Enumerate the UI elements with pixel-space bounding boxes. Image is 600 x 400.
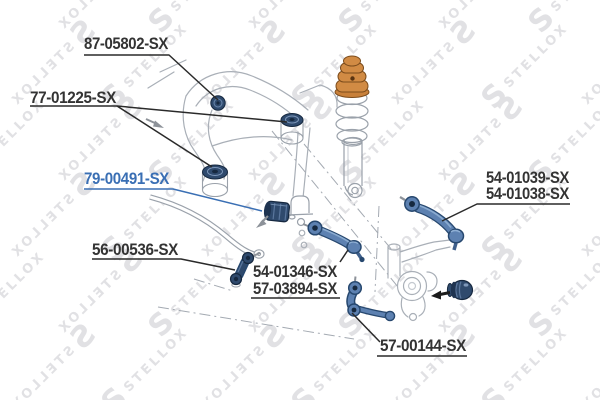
label-toe-arm-a[interactable]: 54-01346-SX bbox=[253, 262, 338, 281]
toe-arm bbox=[302, 220, 365, 263]
subframe-bushing-small bbox=[210, 95, 226, 111]
part-labels: 87-05802-SX 77-01225-SX 79-00491-SX 56-0… bbox=[30, 34, 570, 355]
knuckle-outline bbox=[387, 239, 451, 322]
leader-toe-arm bbox=[251, 249, 349, 299]
leader-stabilizer-bushing bbox=[84, 188, 263, 212]
install-arrow-bushing bbox=[256, 215, 269, 228]
label-upper-arm-a[interactable]: 54-01039-SX bbox=[486, 168, 570, 187]
leader-lines bbox=[30, 54, 570, 357]
stabilizer-bracket bbox=[285, 195, 314, 227]
stabilizer-bushing-highlighted bbox=[263, 200, 291, 223]
label-subframe-bushing-large[interactable]: 77-01225-SX bbox=[30, 88, 117, 107]
subframe-bushing-right bbox=[280, 113, 304, 145]
label-stabilizer-bushing[interactable]: 79-00491-SX bbox=[84, 169, 170, 188]
leader-subframe-bushing-large-right bbox=[30, 105, 288, 123]
leader-upper-arm bbox=[441, 203, 570, 222]
label-upper-arm-b[interactable]: 54-01038-SX bbox=[486, 184, 570, 203]
direction-arrow bbox=[145, 118, 164, 128]
construction-lines bbox=[157, 130, 399, 340]
leader-stabilizer-link bbox=[92, 258, 236, 271]
label-integral-link[interactable]: 57-00144-SX bbox=[380, 336, 467, 355]
leader-subframe-bushing-large-left bbox=[116, 105, 213, 168]
leader-integral-link bbox=[351, 312, 467, 357]
bump-stop-highlighted bbox=[334, 55, 370, 98]
install-arrow-knuckle-bushing bbox=[431, 290, 451, 300]
label-toe-arm-b[interactable]: 57-03894-SX bbox=[253, 279, 338, 298]
stabilizer-link bbox=[229, 251, 261, 288]
upper-control-arm bbox=[399, 196, 465, 251]
subframe-outline bbox=[147, 59, 338, 249]
knuckle-bushing bbox=[446, 279, 474, 301]
subframe-bushing-left bbox=[201, 164, 229, 198]
integral-link bbox=[346, 276, 396, 322]
label-subframe-bushing-small[interactable]: 87-05802-SX bbox=[84, 34, 169, 53]
label-stabilizer-link[interactable]: 56-00536-SX bbox=[92, 240, 179, 259]
leader-subframe-bushing-small bbox=[84, 54, 219, 101]
shock-absorber-body bbox=[343, 136, 363, 199]
